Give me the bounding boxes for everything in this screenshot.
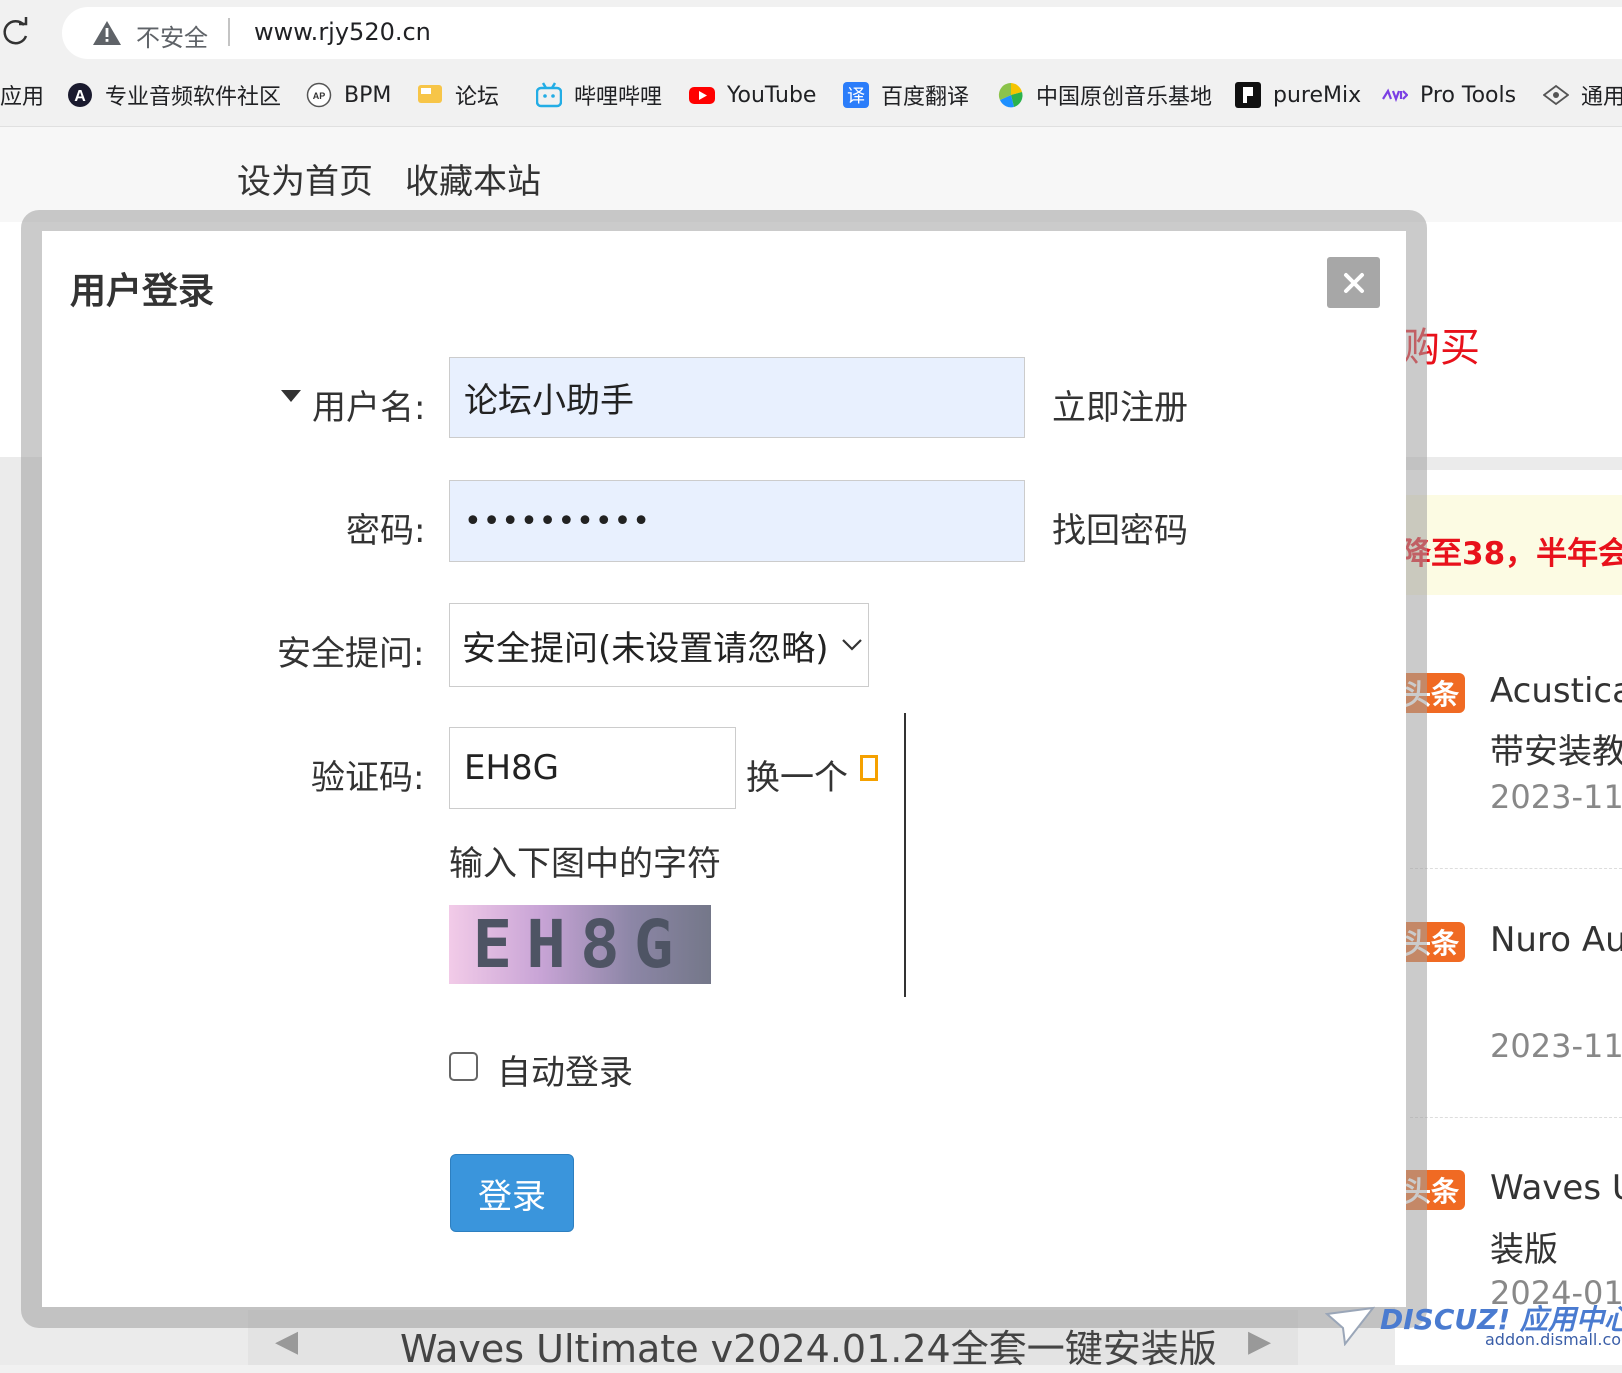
- music-base-icon: [998, 82, 1024, 108]
- paper-plane-icon: [1325, 1306, 1375, 1346]
- news-date: 2023-11-: [1490, 1027, 1622, 1065]
- news-subtitle[interactable]: 带安装教: [1490, 724, 1622, 773]
- set-homepage-link[interactable]: 设为首页: [237, 154, 373, 203]
- captcha-image-text: EH8G: [473, 906, 688, 983]
- bookmark-label: 应用: [0, 79, 44, 111]
- auto-login-label[interactable]: 自动登录: [497, 1045, 633, 1094]
- bookmark-forum[interactable]: 论坛: [417, 78, 499, 112]
- bilibili-icon: [536, 82, 562, 108]
- password-input[interactable]: ••••••••••: [449, 480, 1025, 562]
- news-subtitle[interactable]: 装版: [1490, 1222, 1558, 1271]
- bookmark-bilibili[interactable]: 哔哩哔哩: [536, 78, 662, 112]
- browser-toolbar: 不安全 www.rjy520.cn: [0, 0, 1622, 66]
- bookmark-label: YouTube: [727, 83, 816, 108]
- close-button[interactable]: [1327, 257, 1380, 308]
- captcha-image[interactable]: EH8G: [449, 905, 711, 984]
- bookmark-youtube[interactable]: YouTube: [689, 78, 816, 112]
- bpm-icon: AP: [306, 82, 332, 108]
- security-question-value: 安全提问(未设置请忽略): [462, 621, 829, 670]
- news-divider: [1410, 1117, 1622, 1118]
- baidu-translate-icon: 译: [843, 82, 869, 108]
- bookmark-audio-community[interactable]: A 专业音频软件社区: [67, 78, 281, 112]
- caret-down-icon[interactable]: [281, 390, 301, 404]
- bookmark-label: pureMix: [1273, 83, 1361, 108]
- youtube-icon: [689, 82, 715, 108]
- news-date: 2023-11-: [1490, 778, 1622, 816]
- login-button[interactable]: 登录: [450, 1154, 574, 1232]
- bookmark-pro-tools[interactable]: Pro Tools: [1382, 78, 1516, 112]
- captcha-popup-border: [904, 713, 906, 997]
- discuz-url: addon.dismall.com: [1485, 1330, 1622, 1349]
- forgot-password-link[interactable]: 找回密码: [1052, 503, 1188, 552]
- username-label: 用户名:: [312, 380, 425, 429]
- security-question-select[interactable]: 安全提问(未设置请忽略): [449, 603, 869, 687]
- bookmark-puremix[interactable]: pureMix: [1235, 78, 1361, 112]
- bookmark-music-base[interactable]: 中国原创音乐基地: [998, 78, 1212, 112]
- bookmark-label: 中国原创音乐基地: [1036, 79, 1212, 111]
- audio-community-icon: A: [67, 82, 93, 108]
- close-icon: [1343, 272, 1365, 294]
- slider-prev-icon[interactable]: ◀: [275, 1324, 298, 1359]
- news-title[interactable]: Nuro Au: [1490, 920, 1622, 960]
- security-question-label: 安全提问:: [277, 626, 424, 675]
- captcha-status-icon: [860, 755, 878, 781]
- bookmark-label: BPM: [344, 83, 391, 108]
- bookmark-baidu-translate[interactable]: 译 百度翻译: [843, 78, 969, 112]
- svg-text:A: A: [74, 88, 86, 105]
- forum-icon: [417, 82, 443, 108]
- promo-text[interactable]: 降至38，半年会员: [1400, 528, 1622, 573]
- bookmark-site-link[interactable]: 收藏本站: [405, 154, 541, 203]
- bookmark-bpm[interactable]: AP BPM: [306, 78, 391, 112]
- password-label: 密码:: [346, 503, 425, 552]
- svg-text:译: 译: [847, 86, 865, 107]
- bookmark-label: 通用: [1581, 79, 1622, 111]
- news-title[interactable]: Waves U: [1490, 1168, 1622, 1208]
- url-text[interactable]: www.rjy520.cn: [254, 18, 431, 46]
- captcha-hint: 输入下图中的字符: [449, 836, 721, 885]
- bookmark-label: 哔哩哔哩: [574, 79, 662, 111]
- chevron-down-icon: [841, 638, 863, 652]
- bookmark-label: 百度翻译: [881, 79, 969, 111]
- warning-icon[interactable]: [92, 19, 122, 47]
- captcha-input[interactable]: EH8G: [449, 727, 736, 809]
- captcha-value: EH8G: [464, 748, 559, 788]
- captcha-label: 验证码:: [311, 750, 424, 799]
- security-status[interactable]: 不安全: [136, 18, 208, 53]
- svg-text:AP: AP: [313, 91, 326, 101]
- bookmark-label: 专业音频软件社区: [105, 79, 281, 111]
- username-value: 论坛小助手: [464, 373, 634, 422]
- slider-next-icon[interactable]: ▶: [1248, 1324, 1271, 1359]
- news-title[interactable]: Acustica: [1490, 671, 1622, 711]
- captcha-refresh-link[interactable]: 换一个: [746, 750, 848, 799]
- dialog-title: 用户登录: [70, 262, 214, 314]
- username-input[interactable]: 论坛小助手: [449, 357, 1025, 438]
- reload-icon[interactable]: [0, 16, 32, 48]
- bookmark-label: Pro Tools: [1420, 83, 1516, 108]
- bookmark-apps[interactable]: 应用: [0, 78, 44, 112]
- auto-login-checkbox[interactable]: [449, 1052, 478, 1081]
- puremix-icon: [1235, 82, 1261, 108]
- bookmarks-bar: 应用 A 专业音频软件社区 AP BPM 论坛 哔哩哔哩 YouTube 译 百…: [0, 66, 1622, 127]
- bookmark-label: 论坛: [455, 79, 499, 111]
- general-icon: [1543, 82, 1569, 108]
- register-link[interactable]: 立即注册: [1052, 380, 1188, 429]
- login-button-label: 登录: [478, 1169, 546, 1218]
- url-divider: [228, 18, 230, 46]
- password-value: ••••••••••: [464, 504, 651, 539]
- bookmark-general[interactable]: 通用: [1543, 78, 1622, 112]
- news-divider: [1410, 868, 1622, 869]
- avid-icon: [1382, 82, 1408, 108]
